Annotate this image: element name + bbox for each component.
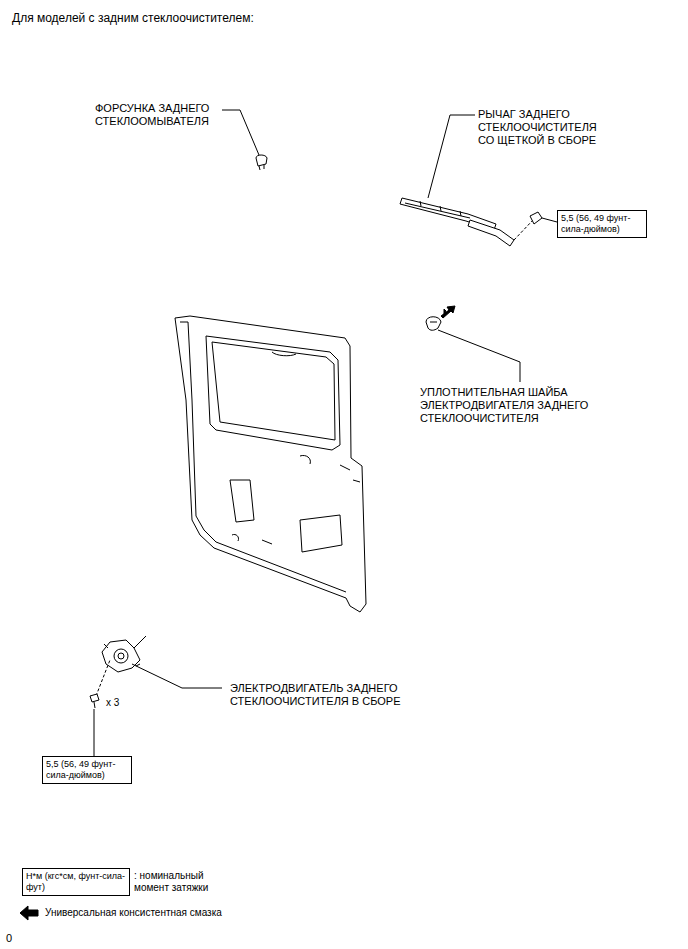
torque-value: 5,5 (56, 49 фунт-сила-дюймов) (46, 759, 128, 781)
wiper-motor (114, 649, 128, 663)
leader-line (222, 110, 259, 155)
door-detail (232, 534, 272, 544)
legend-text: Универсальная консистентная смазка (45, 907, 305, 919)
wiper-motor (134, 636, 146, 648)
door-detail (300, 455, 360, 482)
washer-nozzle (256, 155, 267, 166)
washer-nozzle (259, 165, 264, 170)
wiper-blade (405, 201, 470, 218)
grease-arrow (20, 906, 38, 920)
dashed-line (96, 660, 110, 696)
door-detail (272, 352, 296, 356)
torque-box: 5,5 (56, 49 фунт-сила-дюймов) (42, 756, 132, 784)
quantity-label: x 3 (106, 697, 136, 709)
leader-line (132, 664, 222, 688)
leader-line (94, 709, 95, 756)
bolt (94, 702, 95, 708)
wiper-motor (118, 653, 124, 659)
leader-line (438, 330, 520, 382)
grommet (430, 322, 437, 323)
part-name: ФОРСУНКА ЗАДНЕГО СТЕКЛООМЫВАТЕЛЯ (95, 102, 230, 128)
nut (530, 212, 542, 224)
door-cutout (300, 515, 342, 552)
back-door (175, 316, 366, 612)
door-cutout (230, 480, 254, 522)
part-name: УПЛОТНИТЕЛЬНАЯ ШАЙБА ЭЛЕКТРОДВИГАТЕЛЯ ЗА… (420, 386, 610, 426)
grease-arrow (441, 306, 455, 318)
part-name: ЭЛЕКТРОДВИГАТЕЛЬ ЗАДНЕГО СТЕКЛООЧИСТИТЕЛ… (230, 682, 420, 708)
back-door (180, 322, 346, 592)
wiper-arm (468, 220, 514, 246)
bolt (90, 694, 99, 702)
leader-line (542, 218, 557, 222)
title: Для моделей с задним стеклоочистителем: (12, 11, 254, 25)
legend-torque-box: Н*м (кгс*см, фунт-сила-фут) (22, 868, 130, 896)
legend-text: : номинальный момент затяжки (134, 870, 234, 894)
figure-code: 0 (6, 932, 26, 945)
door-window-opening (212, 342, 335, 440)
dashed-line (514, 220, 533, 240)
part-name: РЫЧАГ ЗАДНЕГО СТЕКЛООЧИСТИТЕЛЯ СО ЩЕТКОЙ… (478, 108, 616, 148)
torque-value: Н*м (кгс*см, фунт-сила-фут) (26, 871, 126, 893)
torque-value: 5,5 (56, 49 фунт-сила-дюймов) (561, 213, 643, 235)
grommet (426, 317, 441, 331)
leader-line (428, 115, 475, 198)
torque-box: 5,5 (56, 49 фунт-сила-дюймов) (557, 210, 647, 238)
door-window-opening (206, 336, 340, 450)
